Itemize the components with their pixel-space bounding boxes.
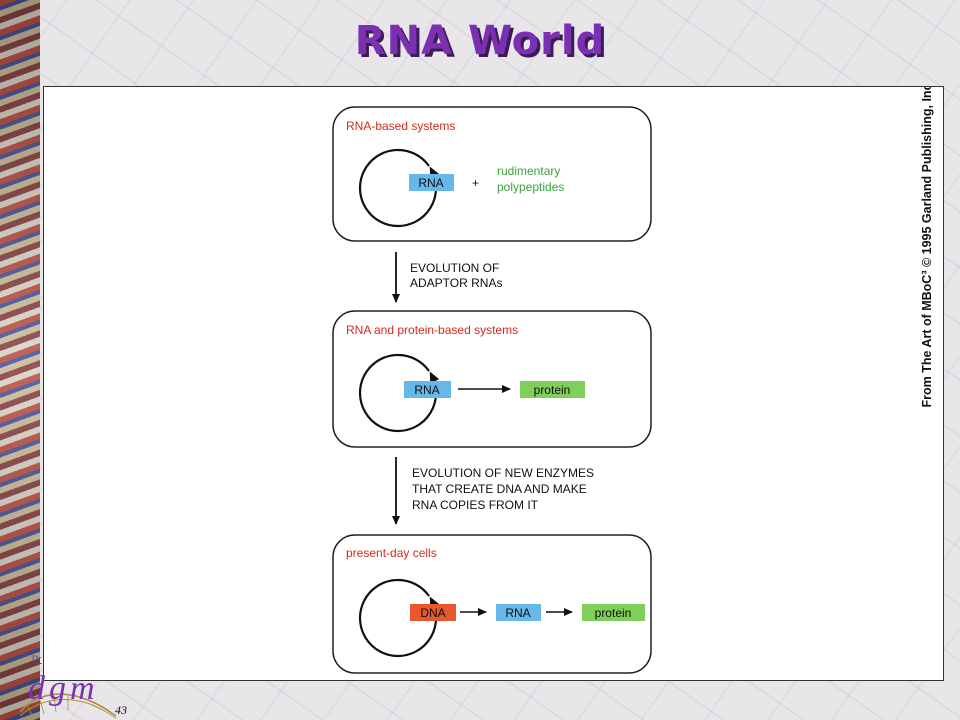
transition-line: EVOLUTION OF xyxy=(410,261,499,275)
polypeptides-label: polypeptides xyxy=(497,180,564,194)
stage-heading: present-day cells xyxy=(346,546,437,560)
protein-label: protein xyxy=(534,383,571,397)
page-number: 43 xyxy=(115,703,127,717)
rudimentary-label: rudimentary xyxy=(497,164,560,178)
slide-title: RNA World xyxy=(354,18,606,64)
rna-world-figure: RNA-based systems RNA + rudimentary poly… xyxy=(43,86,944,681)
protein-box xyxy=(520,381,585,398)
stage-present-day-cells: present-day cells DNA RNA protein xyxy=(332,534,652,674)
replication-cycle-icon xyxy=(358,148,440,228)
rna-label: RNA xyxy=(414,383,439,397)
protein-box xyxy=(582,604,645,621)
replication-cycle-icon xyxy=(358,353,440,433)
protein-label: protein xyxy=(595,606,632,620)
dna-label: DNA xyxy=(420,606,445,620)
rna-label: RNA xyxy=(418,176,443,190)
transition-new-enzymes: EVOLUTION OF NEW ENZYMES THAT CREATE DNA… xyxy=(392,457,594,525)
stage-rna-protein-systems: RNA and protein-based systems RNA protei… xyxy=(332,310,652,448)
dna-helix-decoration xyxy=(0,0,40,720)
dna-box xyxy=(410,604,456,621)
plus-sign: + xyxy=(472,176,479,190)
transition-line: EVOLUTION OF NEW ENZYMES xyxy=(412,466,594,480)
stage-heading: RNA-based systems xyxy=(346,119,455,133)
rna-box xyxy=(404,381,451,398)
transition-line: THAT CREATE DNA AND MAKE xyxy=(412,482,587,496)
transition-line: RNA COPIES FROM IT xyxy=(412,498,539,512)
stage-heading: RNA and protein-based systems xyxy=(346,323,518,337)
rna-box xyxy=(496,604,541,621)
corner-link[interactable]: Dr xyxy=(32,654,42,664)
transition-line: ADAPTOR RNAs xyxy=(410,276,502,290)
dgm-logo: dgm xyxy=(28,670,99,707)
stage-rna-based-systems: RNA-based systems RNA + rudimentary poly… xyxy=(332,106,652,242)
figure-diagram: RNA-based systems RNA + rudimentary poly… xyxy=(332,106,652,674)
logo-swirl-icon xyxy=(19,693,117,719)
rna-label: RNA xyxy=(505,606,530,620)
rna-box xyxy=(409,174,454,191)
replication-cycle-icon xyxy=(358,578,440,658)
copyright-credit-strip: From The Art of MBoC³ © 1995 Garland Pub… xyxy=(920,87,944,680)
copyright-credit: From The Art of MBoC³ © 1995 Garland Pub… xyxy=(920,87,934,408)
transition-adaptor-rnas: EVOLUTION OF ADAPTOR RNAs xyxy=(392,252,502,303)
